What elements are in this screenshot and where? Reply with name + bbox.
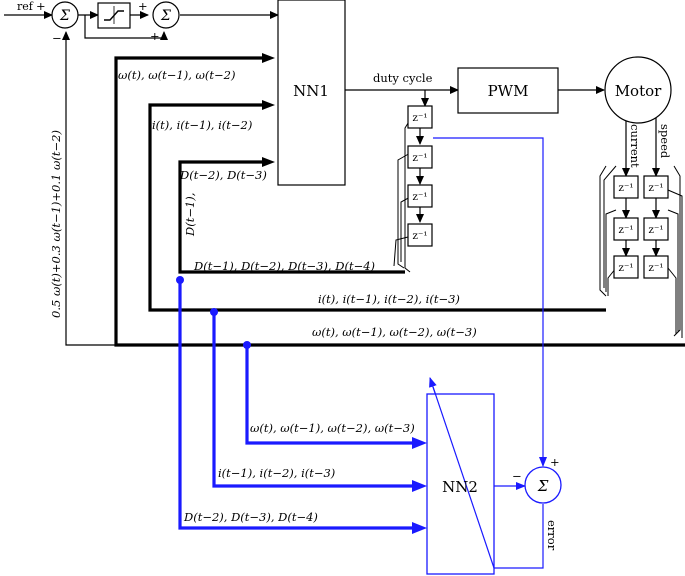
delay-label: z⁻¹ [648,182,663,194]
delay-block [613,217,639,241]
nn1-label: NN1 [293,82,329,100]
delay-block [613,175,639,199]
nn1-omega-label: ω(t), ω(t−1), ω(t−2) [118,68,235,82]
delay-label: z⁻¹ [412,191,427,203]
nn2-current-label: i(t−1), i(t−2), i(t−3) [218,466,335,480]
duty-cycle-label: duty cycle [373,71,433,85]
delay-block [407,145,433,169]
pwm-label: PWM [488,82,529,100]
motor-block [604,56,672,124]
thick-buses [114,56,685,347]
delay-label: z⁻¹ [412,152,427,164]
nn2-block [426,393,495,575]
sum1-minus: − [52,31,62,45]
delay-label: z⁻¹ [618,224,633,236]
sum1-symbol: Σ [59,8,70,24]
delay-block [613,255,639,279]
bus-arrow-duty [262,157,275,167]
bypass-line [84,15,168,40]
sum2-symbol: Σ [160,8,171,24]
bundle-wires [393,119,683,338]
nn2-duty-label: D(t−2), D(t−3), D(t−4) [183,510,318,524]
blue-arrow-current [412,480,427,492]
error-label: error [545,520,559,551]
error-line [494,504,544,569]
sum2-plus-left: + [138,0,148,13]
delay-label: z⁻¹ [648,224,663,236]
nn2-adapt-arrow [429,377,495,569]
delay-block [407,184,433,208]
pwm-block [457,67,559,114]
sum2-node [152,1,180,29]
target-line [433,137,547,467]
sum3-symbol: Σ [537,477,549,495]
bus-arrow-current [262,100,275,110]
feedback-line [62,31,116,346]
ref-label: ref [17,0,34,13]
blue-arrow-duty [412,522,427,534]
junction-duty [176,276,184,284]
duty-bus-label: D(t−1), D(t−2), D(t−3), D(t−4) [193,259,375,273]
delay-label: z⁻¹ [412,230,427,242]
duty-delay-chain: z⁻¹ z⁻¹ z⁻¹ z⁻¹ [407,105,433,247]
delay-label: z⁻¹ [618,262,633,274]
nn2-omega-label: ω(t), ω(t−1), ω(t−2), ω(t−3) [250,421,415,435]
nn1-current-label: i(t), i(t−1), i(t−2) [152,118,252,132]
delay-block [407,223,433,247]
delay-label: z⁻¹ [618,182,633,194]
delay-block [643,255,669,279]
delay-block [643,175,669,199]
sum3-node [524,466,562,504]
sum1-plus: + [36,0,46,13]
junction-omega [243,341,251,349]
blue-buses [178,280,412,530]
nn1-duty-label-b: D(t−1), [183,193,197,237]
sum1-node [51,1,79,29]
feedback-expr-label: 0.5 ω(t)+0.3 ω(t−1)+0.1 ω(t−2) [49,130,63,318]
omega-bus-label: ω(t), ω(t−1), ω(t−2), ω(t−3) [312,325,477,339]
speed-label: speed [658,124,672,159]
sum3-plus: + [550,455,560,469]
nn2-label: NN2 [442,478,478,496]
delay-label: z⁻¹ [648,262,663,274]
current-bus-label: i(t), i(t−1), i(t−2), i(t−3) [318,292,460,306]
current-delay-chain: z⁻¹ z⁻¹ z⁻¹ [613,175,639,279]
motor-label: Motor [615,82,662,100]
speed-delay-chain: z⁻¹ z⁻¹ z⁻¹ [643,175,669,279]
nn1-block [277,0,346,186]
nn1-duty-label-a: D(t−2), D(t−3) [179,168,267,182]
delay-block [643,217,669,241]
delay-label: z⁻¹ [412,112,427,124]
current-label: current [628,124,642,168]
blue-arrow-omega [412,437,427,449]
sum3-minus: − [512,469,522,483]
bus-arrow-omega [262,53,275,63]
sum2-plus-bottom: + [150,29,160,43]
junction-current [210,308,218,316]
delay-block [407,105,433,129]
